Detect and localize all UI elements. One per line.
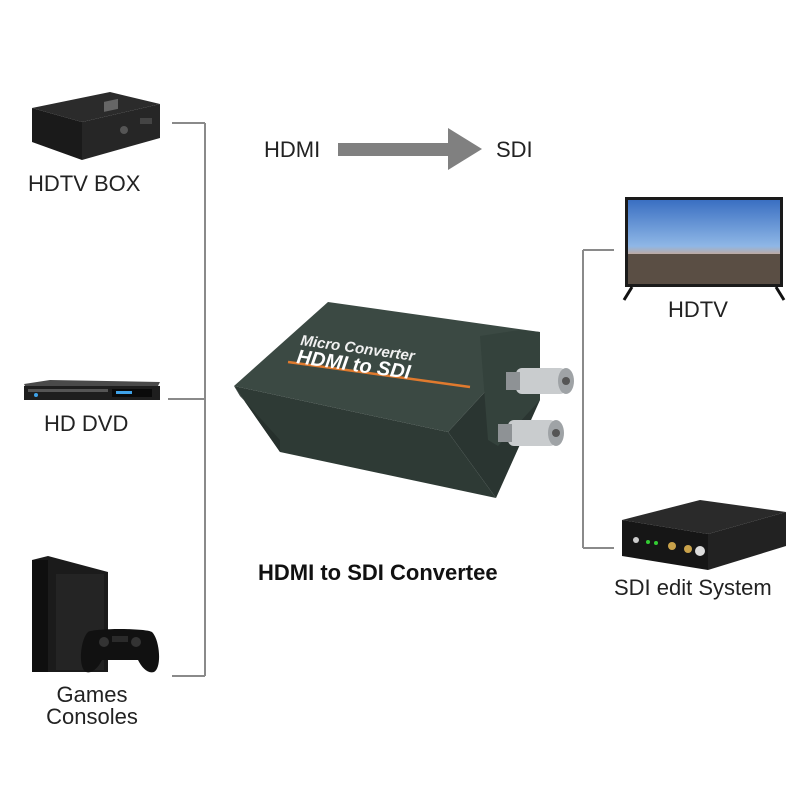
set-top-box-icon <box>32 92 160 160</box>
output-label-sdi-edit-system: SDI edit System <box>614 575 772 601</box>
sdi-edit-system-icon <box>622 500 786 570</box>
source-label-hd-dvd: HD DVD <box>44 411 128 437</box>
tv-icon <box>624 197 784 300</box>
flow-to-label: SDI <box>496 137 533 163</box>
flow-arrow-icon <box>338 128 482 170</box>
source-label-hdtv-box: HDTV BOX <box>28 171 140 197</box>
converter-device-icon: Micro Converter HDMI to SDI <box>234 302 574 498</box>
dvd-player-icon <box>24 380 160 400</box>
flow-from-label: HDMI <box>264 137 320 163</box>
source-label-games-consoles: Games Consoles <box>30 684 154 728</box>
device-caption: HDMI to SDI Convertee <box>258 560 498 586</box>
game-console-icon <box>32 556 159 672</box>
output-label-hdtv: HDTV <box>668 297 728 323</box>
output-connector-lines <box>583 250 614 548</box>
input-connector-lines <box>168 123 205 676</box>
source-label-games-line2: Consoles <box>30 706 154 728</box>
source-label-games-line1: Games <box>30 684 154 706</box>
